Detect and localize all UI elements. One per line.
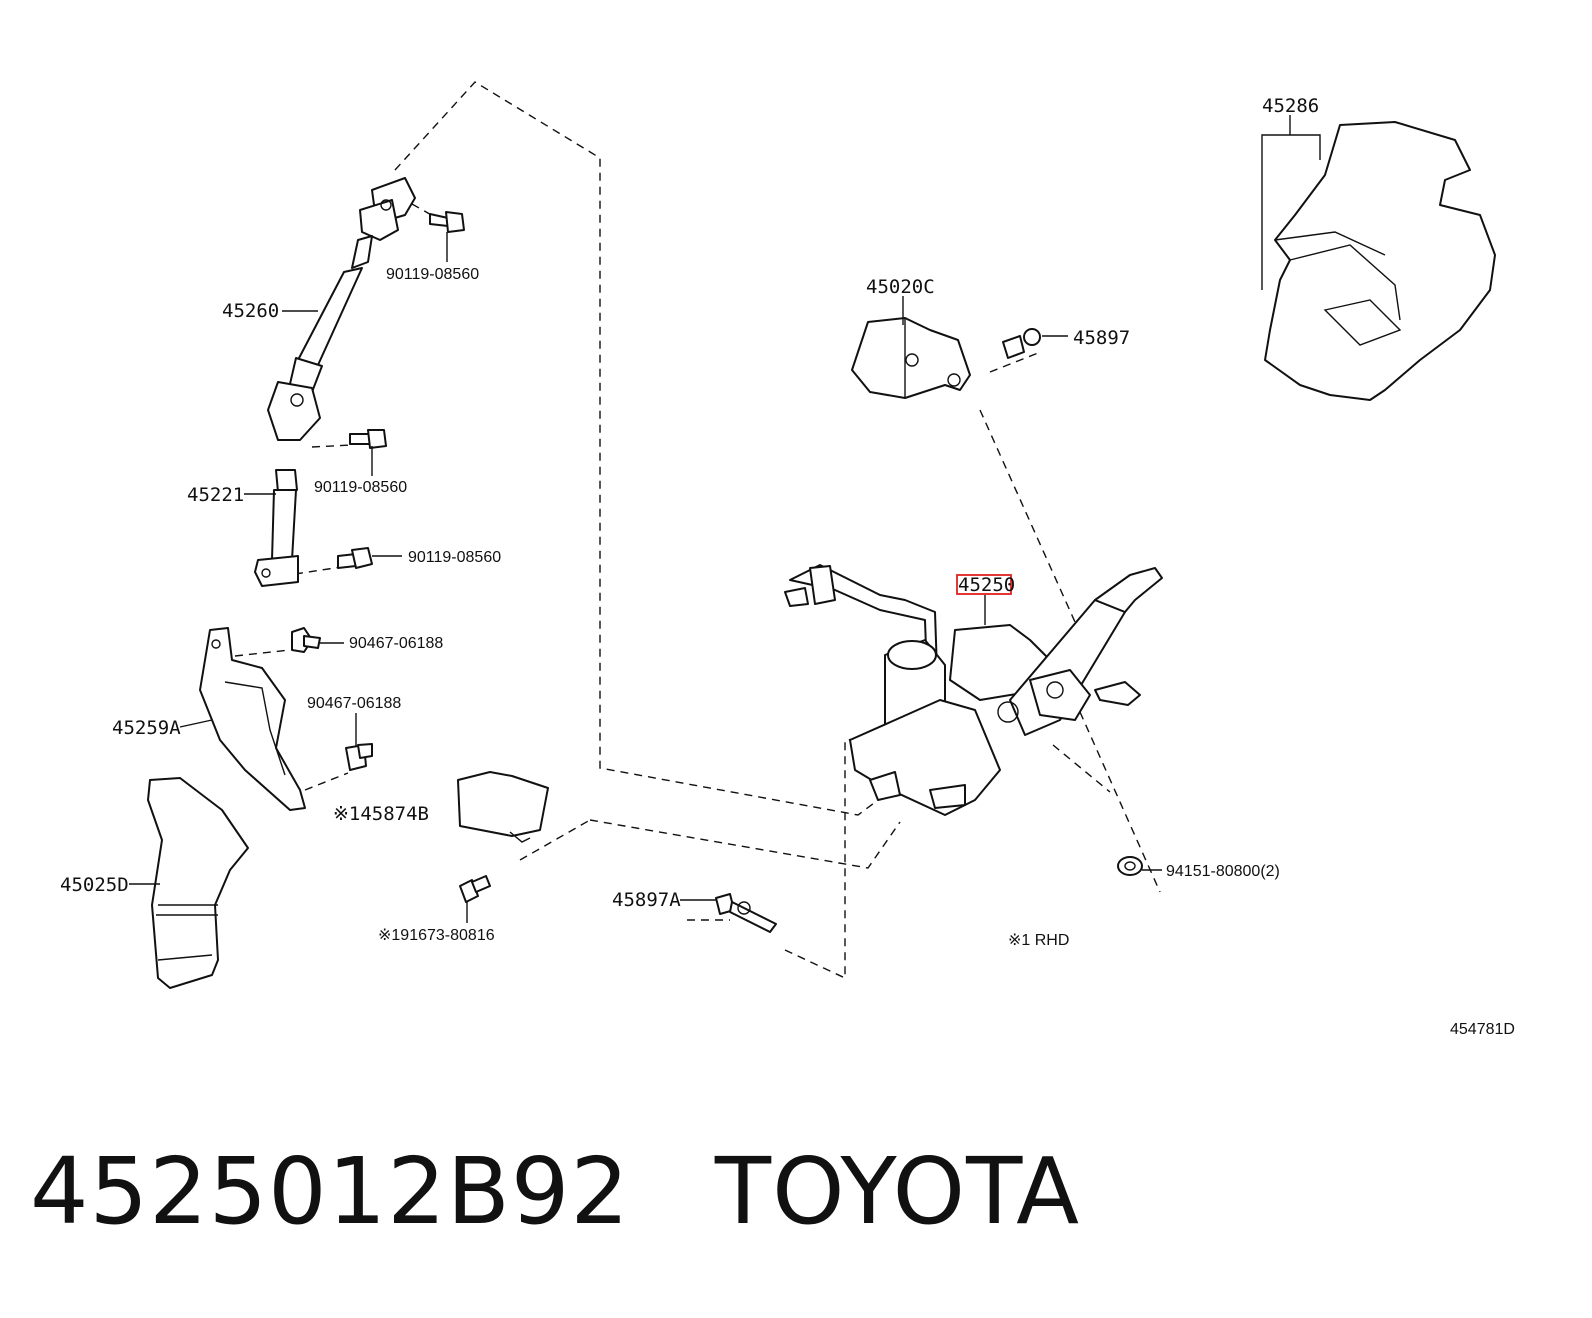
bolt-90119-mid <box>349 429 387 449</box>
shaft-45221 <box>254 469 299 587</box>
label-45897a: 45897A <box>612 889 681 911</box>
cover-45259a <box>199 627 306 811</box>
label-90119-mid: 90119-08560 <box>314 479 407 496</box>
label-45874b: ※145874B <box>333 803 429 825</box>
rhd-note: ※1 RHD <box>1008 932 1069 949</box>
label-45286: 45286 <box>1262 95 1319 117</box>
label-45260: 45260 <box>222 300 279 322</box>
label-45025d: 45025D <box>60 874 129 896</box>
label-90119-top: 90119-08560 <box>386 266 479 283</box>
column-cover-45286 <box>1264 121 1496 401</box>
label-45250: 45250 <box>958 574 1015 596</box>
nut-94151 <box>1117 856 1143 876</box>
part-number: 4525012B92 <box>30 1138 630 1245</box>
label-191673: ※191673-80816 <box>378 927 495 944</box>
highlight-box <box>956 574 1012 595</box>
label-90119-low: 90119-08560 <box>408 549 501 566</box>
footer-caption: 4525012B92 TOYOTA <box>30 1138 1080 1245</box>
diagram-code: 454781D <box>1450 1021 1515 1038</box>
bolt-45897a <box>715 893 777 933</box>
label-90467-bottom: 90467-06188 <box>307 695 401 712</box>
bracket-45874b <box>457 771 549 843</box>
boot-45025d <box>147 777 249 989</box>
clip-90467-bottom <box>345 743 373 771</box>
label-94151: 94151-80800(2) <box>1166 863 1280 880</box>
bolt-90119-low <box>337 547 373 569</box>
brand-name: TOYOTA <box>714 1138 1081 1245</box>
cover-45020c <box>851 317 971 399</box>
steering-column-45250 <box>784 564 1163 816</box>
label-45259a: 45259A <box>112 717 181 739</box>
label-45221: 45221 <box>187 484 244 506</box>
label-45897: 45897 <box>1073 327 1130 349</box>
intermediate-shaft-45260 <box>267 177 416 441</box>
clip-90467-top <box>291 627 321 653</box>
bolt-191673 <box>459 875 491 903</box>
screw-45897 <box>1002 328 1041 359</box>
label-90467-top: 90467-06188 <box>349 635 443 652</box>
bolt-90119-top <box>429 211 465 233</box>
leader-lines <box>129 115 1321 923</box>
label-45020c: 45020C <box>866 276 935 298</box>
